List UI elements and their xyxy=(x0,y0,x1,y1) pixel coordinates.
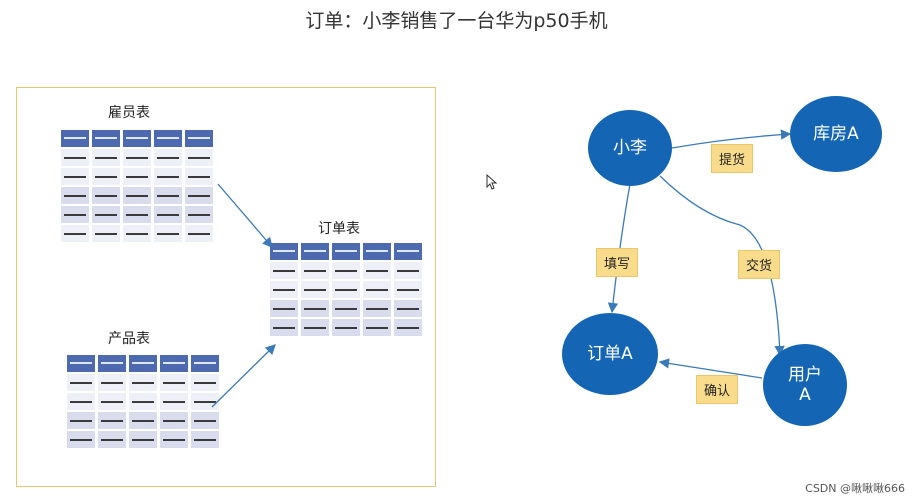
node-xiaoli-label: 小李 xyxy=(613,138,647,158)
edge-label-deliver: 交货 xyxy=(738,250,781,279)
node-user-a-label-line1: 用户 xyxy=(788,365,822,385)
arrow-user-to-order xyxy=(658,358,763,379)
watermark: CSDN @啾啾啾666 xyxy=(805,482,905,495)
tables-panel xyxy=(16,87,436,487)
page-title: 订单：小李销售了一台华为p50手机 xyxy=(305,10,608,32)
arrow-xiaoli-to-order xyxy=(607,183,631,314)
edge-label-fill: 填写 xyxy=(596,248,639,277)
node-order-a: 订单A xyxy=(562,313,658,395)
order-table xyxy=(270,243,425,338)
product-table-label: 产品表 xyxy=(108,331,150,347)
node-order-a-label: 订单A xyxy=(587,344,633,364)
employee-table xyxy=(61,130,216,244)
employee-table-label: 雇员表 xyxy=(108,105,150,121)
node-warehouse-a-label: 库房A xyxy=(813,124,859,144)
arrow-xiaoli-to-warehouse xyxy=(671,129,792,149)
node-warehouse-a: 库房A xyxy=(790,96,882,172)
node-user-a: 用户 A xyxy=(763,344,847,426)
node-user-a-label-line2: A xyxy=(799,385,811,405)
arrow-employee-to-order xyxy=(217,183,273,248)
product-table xyxy=(67,355,222,450)
mouse-cursor-icon xyxy=(486,174,498,190)
order-table-label: 订单表 xyxy=(318,221,360,237)
edge-label-confirm: 确认 xyxy=(696,375,739,404)
edge-label-pickup: 提货 xyxy=(711,144,754,173)
arrow-xiaoli-to-user xyxy=(659,175,785,357)
node-xiaoli: 小李 xyxy=(588,110,672,186)
arrow-product-to-order xyxy=(211,344,276,408)
